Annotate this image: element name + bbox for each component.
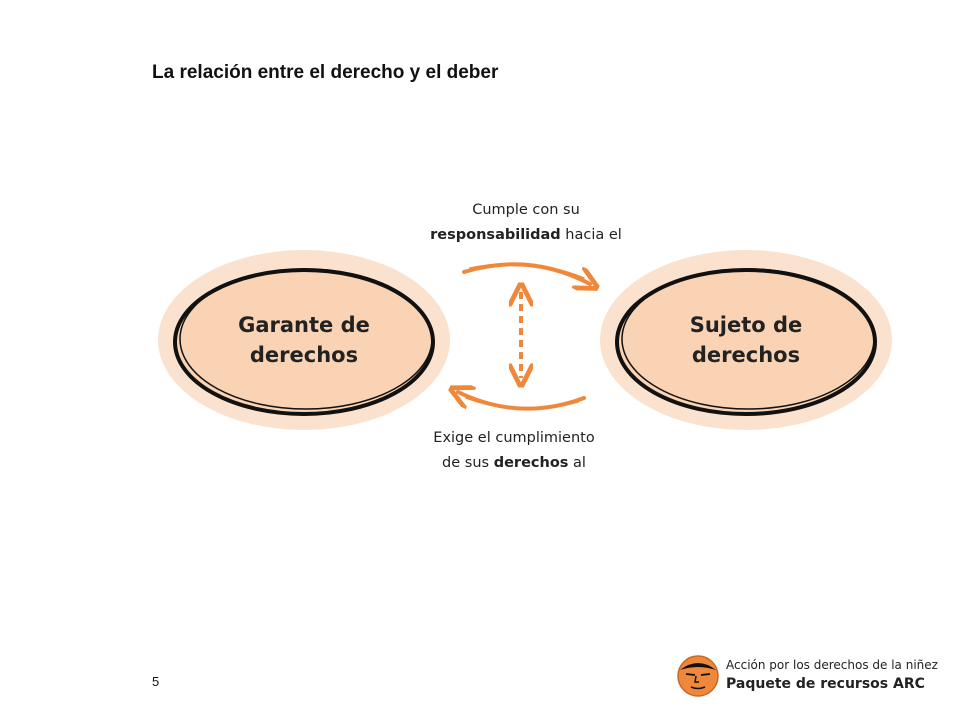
bottom-caption-line2: de sus derechos al (384, 451, 644, 476)
right-node (600, 250, 892, 430)
top-caption-bold: responsabilidad (430, 227, 561, 243)
left-node-label-line1: Garante de (238, 313, 370, 337)
left-node-oval-sketch (179, 268, 433, 410)
left-node-oval (173, 268, 435, 416)
bottom-caption-rest: al (568, 455, 586, 471)
bottom-caption-line1: Exige el cumplimiento (433, 430, 595, 446)
top-arrow-sketch (469, 263, 585, 279)
top-caption-line2: responsabilidad hacia el (396, 223, 656, 248)
bottom-caption-bold: derechos (493, 455, 569, 471)
right-node-label: Sujeto de derechos (646, 310, 846, 370)
bottom-caption: Exige el cumplimiento de sus derechos al (384, 426, 644, 476)
left-node-label-line2: derechos (249, 343, 359, 367)
page-number: 5 (152, 674, 160, 689)
arc-face-logo-icon (677, 655, 719, 697)
top-caption: Cumple con su responsabilidad hacia el (396, 198, 656, 248)
bottom-caption-pre: de sus (442, 455, 494, 471)
right-node-label-line2: derechos (691, 343, 801, 367)
top-arrow (462, 262, 590, 284)
bottom-arrow-sketch (465, 397, 579, 410)
footer-package-name: Paquete de recursos ARC (726, 676, 925, 692)
left-node (158, 250, 450, 430)
top-caption-rest: hacia el (560, 227, 622, 243)
top-caption-line1: Cumple con su (472, 202, 580, 218)
left-node-label: Garante de derechos (204, 310, 404, 370)
bottom-arrow (458, 392, 586, 411)
page-title: La relación entre el derecho y el deber (152, 62, 499, 83)
right-node-label-line1: Sujeto de (689, 313, 803, 337)
right-node-oval (615, 268, 877, 416)
right-node-oval-sketch (621, 268, 875, 410)
footer-organization: Acción por los derechos de la niñez (726, 658, 938, 672)
